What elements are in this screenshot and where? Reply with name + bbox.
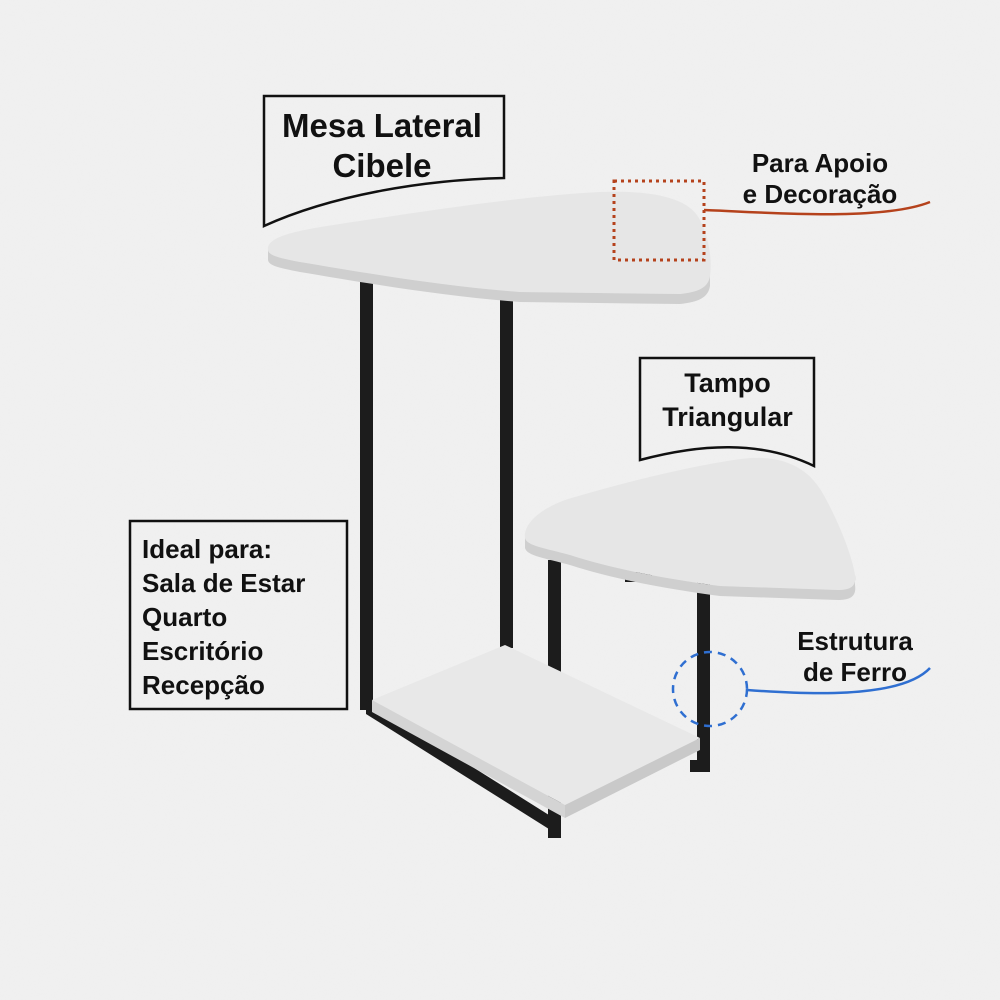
tampo-banner-frame — [638, 356, 816, 468]
ferro-callout-line — [746, 667, 931, 695]
ideal-for-item: Escritório — [142, 636, 264, 666]
ferro-callout-label: Estrutura de Ferro — [780, 626, 930, 688]
tampo-label-line-1: Tampo — [684, 368, 771, 398]
ideal-for-list: Ideal para: Sala de Estar Quarto Escritó… — [142, 532, 342, 702]
title-banner-frame — [262, 94, 506, 228]
ideal-for-item: Recepção — [142, 670, 265, 700]
tampo-callout-label: Tampo Triangular — [640, 366, 815, 434]
ideal-for-heading: Ideal para: — [142, 534, 273, 564]
ferro-label-line-1: Estrutura — [797, 626, 913, 656]
ideal-for-item: Sala de Estar — [142, 568, 306, 598]
apoio-label-line-1: Para Apoio — [751, 148, 889, 178]
large-tabletop — [267, 191, 711, 304]
ideal-for-item: Quarto — [142, 602, 228, 632]
apoio-callout-label: Para Apoio e Decoração — [720, 148, 920, 210]
ferro-label-line-2: de Ferro — [802, 657, 908, 687]
apoio-label-line-2: e Decoração — [742, 179, 898, 209]
product-title-line-2: Cibele — [332, 147, 432, 184]
apoio-callout-line — [703, 200, 931, 216]
bottom-shelf — [372, 645, 700, 818]
small-tabletop — [524, 457, 856, 600]
tampo-label-line-2: Triangular — [662, 402, 793, 432]
product-title-line-1: Mesa Lateral — [282, 107, 482, 144]
product-title: Mesa Lateral Cibele — [262, 106, 502, 186]
apoio-highlight-marker — [612, 179, 706, 262]
ideal-box-frame — [128, 519, 349, 711]
ferro-highlight-marker — [671, 650, 749, 728]
